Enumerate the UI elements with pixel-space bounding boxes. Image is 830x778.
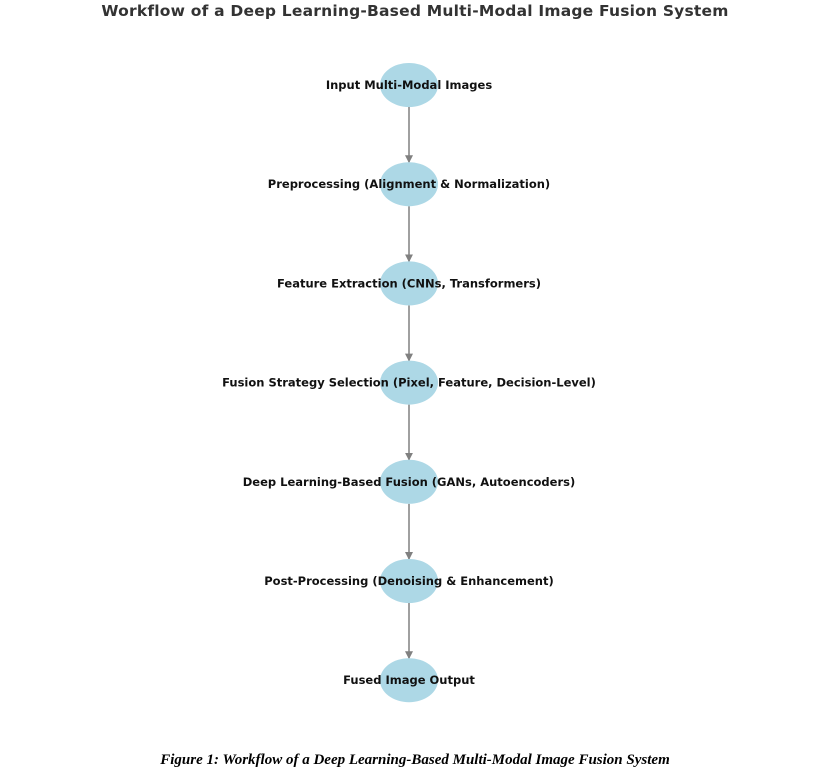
node-input <box>380 63 438 107</box>
nodes-layer <box>380 63 438 703</box>
node-label-output: Fused Image Output <box>343 673 475 687</box>
node-output <box>380 658 438 703</box>
node-preprocessing <box>380 162 438 207</box>
node-label-dl-fusion: Deep Learning-Based Fusion (GANs, Autoen… <box>243 475 575 489</box>
node-label-feature-extraction: Feature Extraction (CNNs, Transformers) <box>277 276 541 290</box>
node-label-fusion-strategy: Fusion Strategy Selection (Pixel, Featur… <box>222 376 596 390</box>
node-fusion-strategy <box>380 360 438 405</box>
node-dl-fusion <box>380 459 438 504</box>
diagram-title: Workflow of a Deep Learning-Based Multi-… <box>101 2 729 20</box>
figure-caption: Figure 1: Workflow of a Deep Learning-Ba… <box>160 752 670 768</box>
node-label-preprocessing: Preprocessing (Alignment & Normalization… <box>268 177 550 191</box>
node-label-input: Input Multi-Modal Images <box>326 78 493 92</box>
node-feature-extraction <box>380 261 438 306</box>
node-label-post-processing: Post-Processing (Denoising & Enhancement… <box>264 574 554 588</box>
node-post-processing <box>380 559 438 603</box>
